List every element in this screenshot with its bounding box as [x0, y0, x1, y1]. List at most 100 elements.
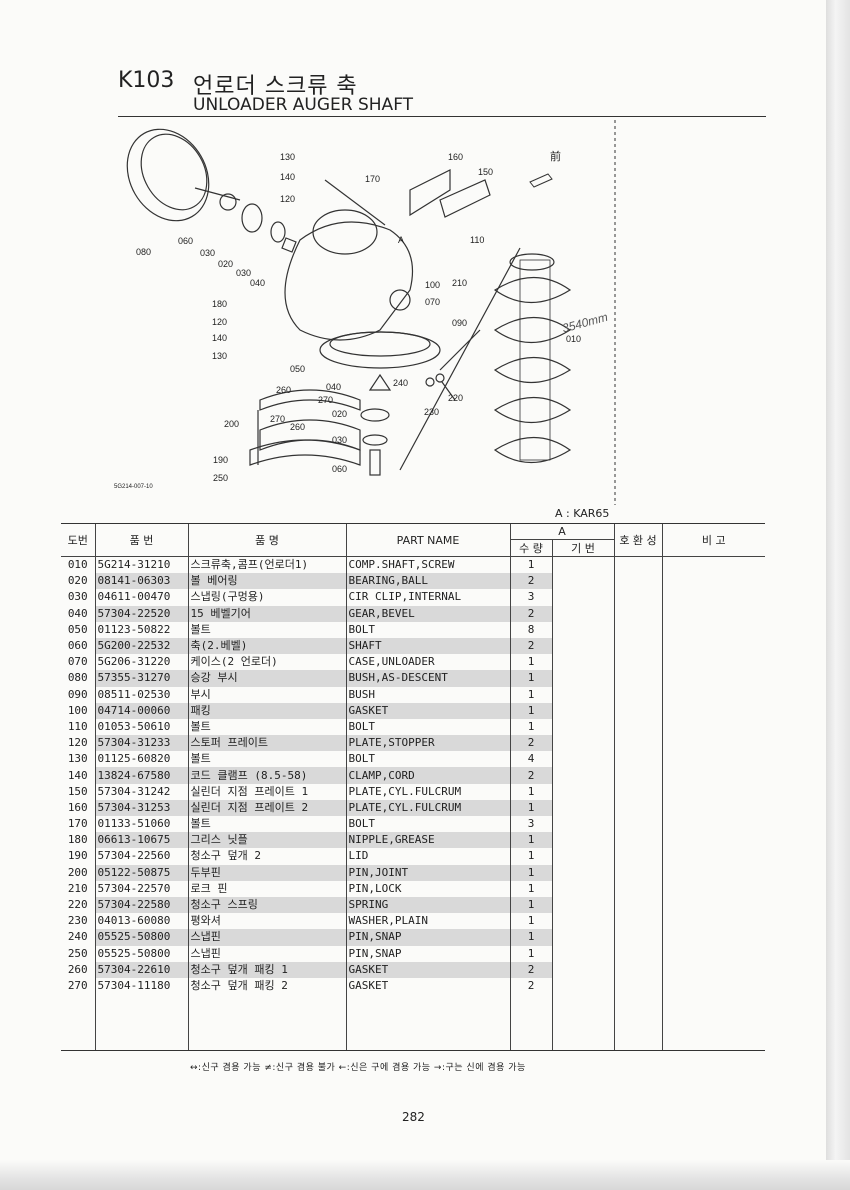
cell-part-no: 01133-51060 [94, 816, 188, 833]
cell-name-en: GASKET [345, 702, 510, 719]
callout-260b: 260 [290, 422, 305, 432]
cell-name-ko: 볼트 [187, 816, 346, 833]
cell-name-en: COMP.SHAFT,SCREW [345, 556, 510, 574]
cell-compat [613, 832, 662, 849]
callout-140b: 140 [212, 333, 227, 343]
cell-compat [613, 929, 662, 946]
cell-compat [613, 816, 662, 833]
cell-remarks [661, 654, 765, 671]
cell-part-no: 04013-60080 [94, 913, 188, 930]
cell-name-ko: 스냅핀 [187, 929, 346, 946]
callout-010: 010 [566, 334, 581, 344]
cell-name-ko: 그리스 닛플 [187, 832, 346, 849]
drawing-id: 5G214-007-10 [114, 484, 153, 490]
callout-160: 160 [448, 152, 463, 162]
cell-qty: 1 [509, 945, 552, 962]
cell-part-no: 57304-22520 [94, 605, 188, 622]
callout-100: 100 [425, 280, 440, 290]
cell-machine-no [551, 929, 614, 946]
compatibility-legend: ↔:신구 겸용 가능 ≠:신구 겸용 불가 ←:신은 구에 겸용 가능 →:구는… [190, 1063, 526, 1073]
table-row-blank [61, 994, 765, 1052]
cell-remarks [661, 751, 765, 768]
cell-qty: 1 [509, 670, 552, 687]
front-arrow-icon [529, 173, 553, 188]
cell-machine-no [551, 816, 614, 833]
cell-ref: 070 [67, 655, 88, 669]
cell-name-ko: 볼트 [187, 751, 346, 768]
cell-name-ko: 스크류축,콤프(언로더1) [187, 556, 346, 574]
cell-qty: 1 [509, 929, 552, 946]
callout-060b: 060 [332, 464, 347, 474]
callout-090: 090 [452, 318, 467, 328]
cell-remarks [661, 621, 765, 638]
cell-name-ko: 승강 부시 [187, 670, 346, 687]
cell-remarks [661, 686, 765, 703]
cell-name-en: BOLT [345, 718, 510, 736]
header-remarks: 비 고 [661, 523, 765, 557]
cell-name-en: BOLT [345, 816, 510, 833]
cell-remarks [661, 767, 765, 784]
cell-ref: 020 [67, 574, 88, 588]
cell-machine-no [551, 702, 614, 719]
cell-remarks [661, 702, 765, 719]
callout-060: 060 [178, 236, 193, 246]
cell-ref: 170 [67, 817, 88, 831]
callout-130: 130 [280, 152, 295, 162]
callout-030: 030 [200, 248, 215, 258]
cell-compat [613, 637, 662, 655]
callout-040b: 040 [326, 382, 341, 392]
cell-remarks [661, 832, 765, 849]
cell-machine-no [551, 589, 614, 606]
page-edge-shadow-bottom [0, 1160, 850, 1190]
cell-qty: 3 [509, 816, 552, 833]
handwritten-note: 3540mm [561, 310, 610, 336]
cell-compat [613, 670, 662, 687]
cell-name-en: SPRING [345, 896, 510, 914]
cell-name-en: GASKET [345, 961, 510, 978]
cell-compat [613, 686, 662, 703]
cell-machine-no [551, 621, 614, 638]
callout-250: 250 [213, 473, 228, 483]
cell-remarks [661, 945, 765, 962]
cell-name-ko: 축(2.베벨) [187, 637, 346, 655]
cell-machine-no [551, 637, 614, 655]
cell-qty: 1 [509, 718, 552, 736]
cell-compat [613, 977, 662, 995]
cell-compat [613, 605, 662, 622]
cell-remarks [661, 913, 765, 930]
cell-name-en: BOLT [345, 621, 510, 638]
cell-name-en: PIN,LOCK [345, 880, 510, 897]
callout-040: 040 [250, 278, 265, 288]
cell-part-no: 01125-60820 [94, 751, 188, 768]
cell-machine-no [551, 735, 614, 752]
cell-machine-no [551, 605, 614, 622]
empty-cell [551, 994, 614, 1052]
cell-ref: 250 [67, 946, 88, 960]
cell-qty: 1 [509, 799, 552, 816]
cell-part-no: 57304-22610 [94, 961, 188, 978]
cell-name-en: CASE,UNLOADER [345, 654, 510, 671]
cell-machine-no [551, 848, 614, 865]
callout-270b: 270 [270, 414, 285, 424]
header-ref: 도번 [61, 523, 95, 557]
cell-remarks [661, 783, 765, 800]
cell-name-en: BUSH [345, 686, 510, 703]
cell-name-en: PLATE,CYL.FULCRUM [345, 783, 510, 800]
cell-machine-no [551, 783, 614, 800]
cell-ref: 210 [67, 881, 88, 895]
callout-050: 050 [290, 364, 305, 374]
cell-remarks [661, 929, 765, 946]
cell-machine-no [551, 864, 614, 881]
cell-machine-no [551, 896, 614, 914]
page-edge-shadow [826, 0, 850, 1190]
callout-260: 260 [276, 385, 291, 395]
cell-name-en: PIN,SNAP [345, 945, 510, 962]
